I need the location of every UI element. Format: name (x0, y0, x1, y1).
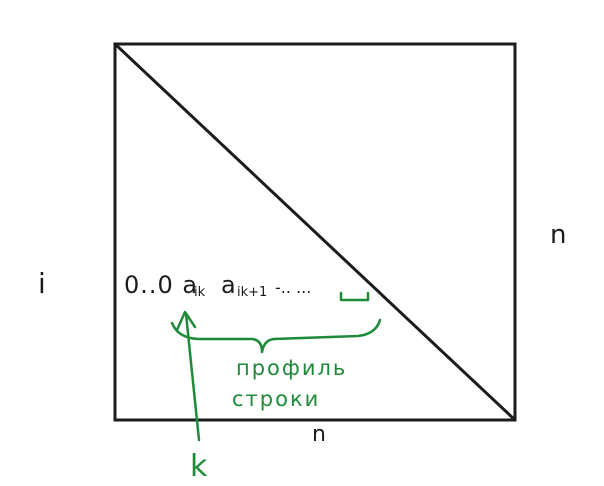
bottom-dimension-label: n (312, 422, 326, 447)
profile-brace (170, 318, 382, 354)
profile-label-line1: профиль (236, 356, 347, 380)
matrix-diagonal (113, 42, 517, 422)
last-element-bracket (339, 291, 370, 302)
row-leading-zeros: 0..0 a (124, 271, 198, 299)
matrix-drawing: i n n 0..0 a ik a ik+1 -.. ... (38, 42, 566, 447)
profile-annotation: k профиль строки (170, 291, 382, 484)
row-continuation-dots: -.. ... (275, 278, 311, 297)
column-k-label: k (190, 449, 208, 484)
profile-label-line2: строки (232, 387, 320, 411)
right-dimension-label: n (550, 220, 566, 250)
element-a-ik-plus-1-base: a (221, 271, 236, 299)
matrix-square (113, 42, 517, 422)
element-a-ik-subscript: ik (194, 285, 206, 300)
row-index-label: i (38, 267, 46, 300)
column-k-arrow-shaft (184, 312, 201, 442)
element-a-ik-plus-1-subscript: ik+1 (237, 285, 267, 300)
column-k-arrow-head (175, 310, 197, 332)
